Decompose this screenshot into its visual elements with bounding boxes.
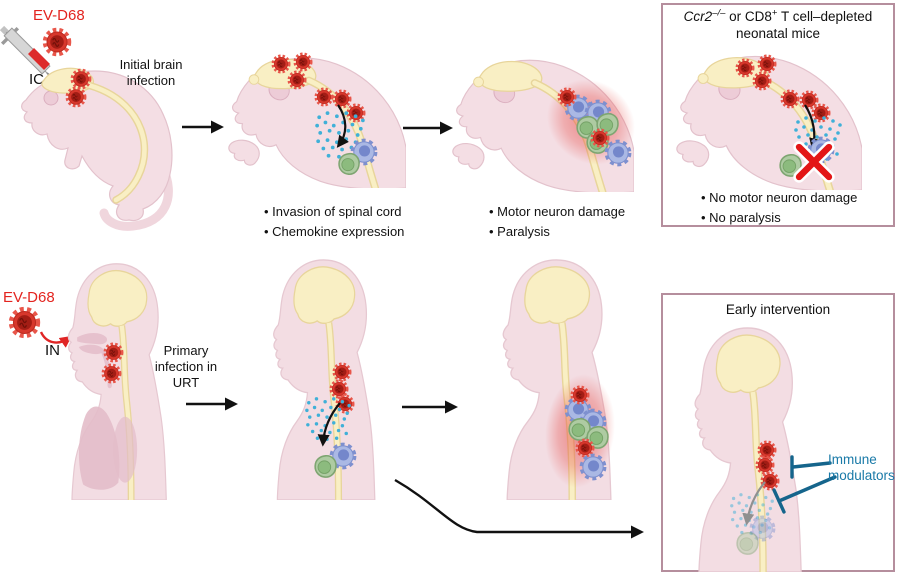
blue-cell-icon — [603, 138, 633, 168]
stage3-bullets: Motor neuron damage Paralysis — [489, 202, 625, 241]
virus-particle-icon — [65, 86, 87, 108]
flow-arrow — [402, 400, 458, 414]
early-intervention-title: Early intervention — [725, 302, 831, 317]
bullet-item: No motor neuron damage — [701, 188, 857, 208]
flow-arrow — [182, 120, 224, 134]
flow-arrow — [403, 121, 453, 135]
green-cell-icon — [338, 152, 360, 175]
bullet-item: Motor neuron damage — [489, 202, 625, 222]
virus-particle-icon — [752, 71, 772, 91]
intranasal-arrow — [39, 331, 72, 348]
early-intervention-connector-arrow — [394, 478, 644, 539]
virus-particle-icon — [293, 52, 313, 72]
gene-superscript: –/– — [712, 7, 726, 19]
route-label-ic: IC — [29, 71, 44, 88]
stage1-caption: Initial brain infection — [119, 57, 183, 88]
virus-particle-icon — [557, 87, 577, 107]
bullet-item: Invasion of spinal cord — [264, 202, 404, 222]
red-x-icon — [791, 139, 837, 185]
inhibition-bars-icon — [772, 455, 837, 514]
syringe-icon — [0, 25, 67, 91]
bullet-item: Chemokine expression — [264, 222, 404, 242]
ccr2-box-title: Ccr2–/– or CD8+ T cell–depleted neonatal… — [663, 7, 893, 43]
blocked-spread-arrow — [742, 481, 766, 526]
ccr2-box-title-line2: neonatal mice — [735, 25, 821, 41]
ccr2-box-bullets: No motor neuron damage No paralysis — [701, 188, 857, 227]
green-cell-icon — [314, 454, 337, 478]
virus-particle-icon — [570, 385, 590, 405]
green-cell-icon — [736, 531, 759, 555]
cd8-superscript: + — [771, 7, 778, 19]
virus-icon-large-bottom — [8, 306, 41, 339]
gene-name: Ccr2 — [683, 9, 713, 24]
bullet-item: No paralysis — [701, 208, 857, 228]
virus-particle-icon — [101, 363, 122, 384]
spread-arrow — [317, 402, 341, 447]
flow-arrow — [186, 397, 238, 411]
immune-modulators-label: Immune modulators — [828, 452, 895, 483]
bullet-item: Paralysis — [489, 222, 625, 242]
stage2-bullets: Invasion of spinal cord Chemokine expres… — [264, 202, 404, 241]
route-label-in: IN — [45, 342, 60, 359]
virus-particle-icon — [287, 70, 307, 90]
virus-particle-icon — [103, 342, 124, 363]
spread-arrow — [336, 104, 349, 148]
virus-name-label-bottom: EV-D68 — [3, 289, 55, 306]
urt-caption: Primary infection in URT — [154, 343, 218, 390]
virus-name-label-top: EV-D68 — [33, 7, 85, 24]
